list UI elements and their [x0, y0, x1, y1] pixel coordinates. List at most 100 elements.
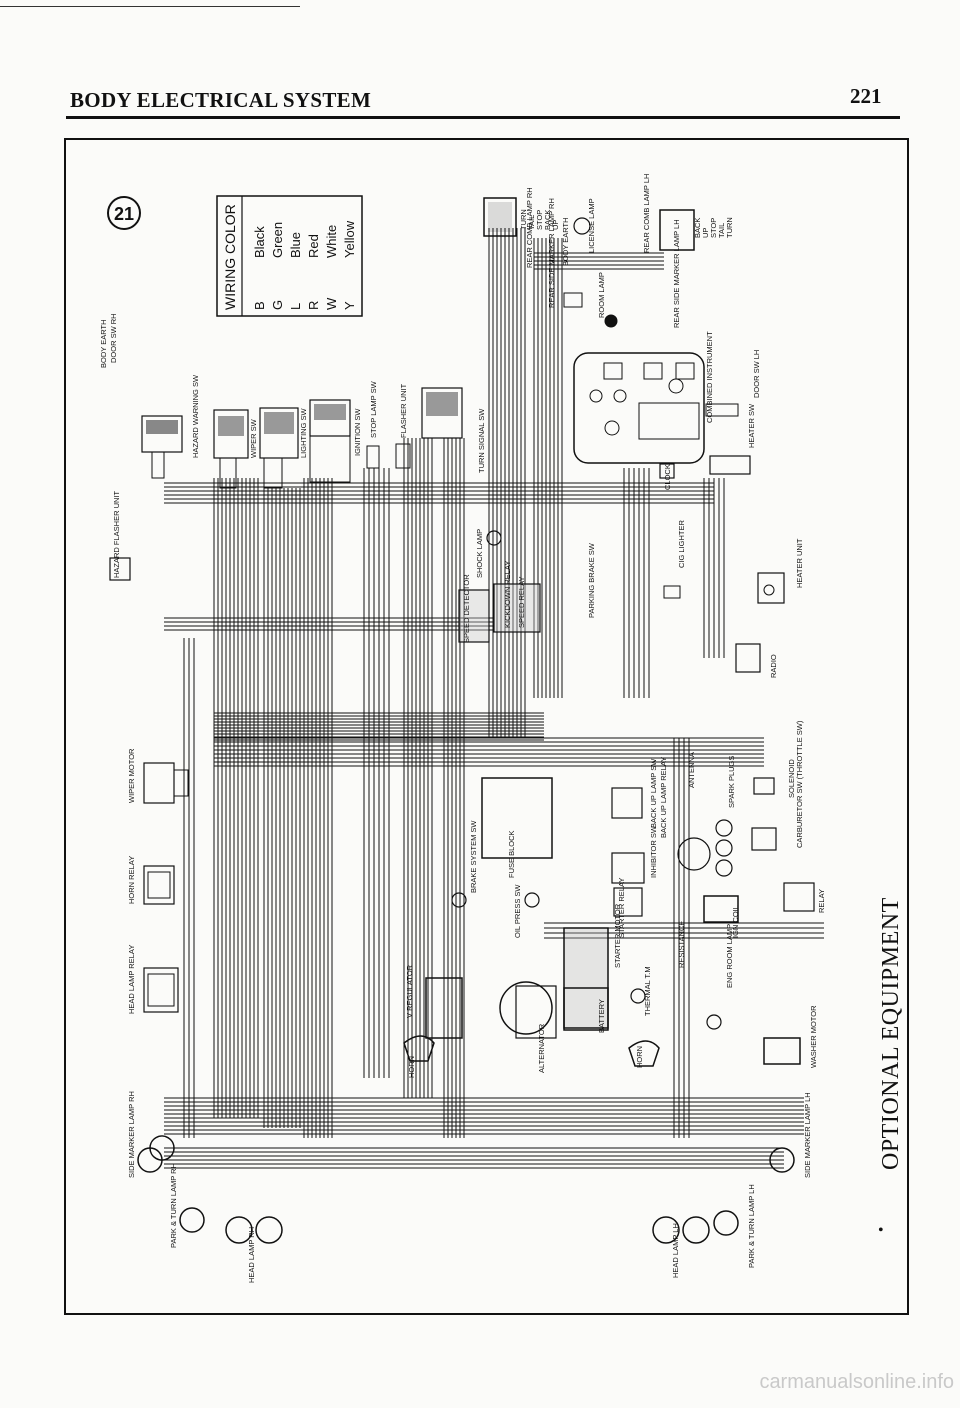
component-label-head-lamp-lh: HEAD LAMP LH: [671, 1223, 680, 1278]
door-switch-lh: [705, 403, 739, 417]
carburetor-switch: [751, 827, 777, 851]
horn-right: [403, 1035, 435, 1062]
component-label-license-lamp: LICENSE LAMP: [587, 198, 596, 253]
starter-relay: [613, 887, 643, 917]
component-label-antenna: ANTENNA: [687, 752, 696, 788]
harness-vertical: [183, 228, 725, 1138]
solenoid: [753, 777, 775, 795]
component-label-washer-motor: WASHER MOTOR: [809, 1005, 818, 1068]
component-label-flasher-unit: FLASHER UNIT: [399, 383, 408, 438]
stacked-label-word: BACK: [543, 210, 552, 230]
component-label-starter-motor: STARTER MOTOR: [613, 903, 622, 968]
footer-watermark: carmanualsonline.info: [759, 1371, 954, 1393]
ignition-switch: [309, 399, 351, 483]
stacked-label-word: TURN: [725, 217, 734, 238]
diagram-frame: [64, 138, 909, 1315]
legend-title: WIRING COLOR: [222, 204, 238, 310]
component-label-ign-coil: IGN COIL: [731, 905, 740, 938]
shock-lamp: [486, 530, 502, 546]
component-label-speed-detector: SPEED DETECTOR: [462, 574, 471, 643]
component-label-radio: RADIO: [769, 654, 778, 678]
top-rule: [0, 6, 300, 7]
clock: [659, 463, 675, 479]
component-label-horn-relay: HORN RELAY: [127, 856, 136, 904]
wiring-color-legend: WIRING COLOR BBlackGGreenLBlueRRedWWhite…: [216, 195, 363, 317]
component-label-solenoid: SOLENOID: [787, 759, 796, 798]
component-label-side-marker-lamp-rh: SIDE MARKER LAMP RH: [127, 1091, 136, 1178]
legend-color-name: White: [324, 225, 339, 258]
page-header-title: BODY ELECTRICAL SYSTEM: [70, 88, 372, 112]
component-label-combined-instrument: COMBINED INSTRUMENT: [705, 331, 714, 423]
component-label-door-sw-lh: DOOR SW LH: [752, 350, 761, 398]
component-label-wiper-sw: WIPER SW: [249, 418, 258, 458]
component-label-parking-brake-sw: PARKING BRAKE SW: [587, 542, 596, 618]
starter-motor: [563, 927, 609, 1029]
legend-color-name: Yellow: [342, 220, 357, 258]
radio: [735, 643, 761, 673]
rear-comb-lamp-rh: [483, 197, 517, 237]
page-number: 221: [850, 84, 882, 108]
diagram-number: 21: [107, 196, 141, 230]
park-turn-lamp-lh: [713, 1210, 739, 1236]
ign-coil: [703, 895, 739, 923]
head-lamp-rh: [225, 1216, 283, 1244]
component-label-head-lamp-rh: HEAD LAMP RH: [247, 1227, 256, 1283]
component-label-inhibitor-sw: INHIBITOR SW: [649, 825, 658, 878]
component-label-resistance: RESISTANCE: [677, 921, 686, 968]
voltage-regulator: [425, 977, 463, 1039]
component-label-hazard-warning-sw: HAZARD WARNING SW: [191, 374, 200, 458]
section-label: OPTIONAL EQUIPMENT: [878, 897, 904, 1170]
combined-instrument: [573, 352, 705, 464]
thermal-transmitter: [630, 988, 646, 1004]
component-label-alternator: ALTERNATOR: [537, 1023, 546, 1073]
stacked-label-word: STOP: [535, 210, 544, 230]
component-label-hazard-flasher-unit: HAZARD FLASHER UNIT: [112, 490, 121, 578]
wiper-motor: [143, 762, 189, 804]
component-label-horn-2: HORN: [635, 1046, 644, 1068]
component-label-head-lamp-relay: HEAD LAMP RELAY: [127, 945, 136, 1014]
component-label-rear-side-marker-lamp-rh: REAR SIDE MARKER LAMP RH: [547, 198, 556, 308]
component-label-heater-sw: HEATER SW: [747, 403, 756, 448]
inhibitor-switch: [611, 852, 645, 884]
stop-lamp-switch: [366, 445, 380, 469]
header-rule: [66, 116, 900, 119]
heater-unit: [757, 572, 785, 604]
lighting-switch: [259, 407, 299, 489]
head-lamp-relay: [143, 967, 179, 1013]
component-label-brake-system-sw: BRAKE SYSTEM SW: [469, 820, 478, 893]
component-label-kickdown-relay: KICKDOWN RELAY: [503, 561, 512, 628]
stacked-label-word: STOP: [709, 218, 718, 238]
component-label-shock-lamp: SHOCK LAMP: [475, 529, 484, 578]
stacked-label-word: BACK: [693, 218, 702, 238]
component-label-door-sw-rh: DOOR SW RH: [109, 313, 118, 363]
hazard-flasher-unit: [109, 557, 131, 581]
side-marker-lamp-lh: [769, 1147, 795, 1173]
flasher-unit: [395, 443, 411, 469]
component-label-cig-lighter: CIG LIGHTER: [677, 519, 686, 568]
legend-code: G: [270, 300, 285, 310]
component-label-lighting-sw: LIGHTING SW: [299, 407, 308, 458]
component-label-horn: HORN: [407, 1056, 416, 1078]
turn-signal-switch: [421, 387, 463, 439]
fuse-block: [481, 777, 553, 859]
speed-detector: [458, 589, 490, 643]
component-label-park-turn-lamp-lh: PARK & TURN LAMP LH: [747, 1184, 756, 1268]
component-label-eng-room-lamp: ENG ROOM LAMP: [725, 924, 734, 988]
component-label-speed-relay: SPEED RELAY: [517, 576, 526, 628]
license-lamp: [573, 217, 591, 235]
side-marker-lamp-rh: [137, 1135, 175, 1173]
legend-code: B: [252, 301, 267, 310]
legend-color-name: Red: [306, 234, 321, 258]
wiper-switch: [213, 409, 249, 489]
back-up-lamp-switch: [611, 787, 643, 819]
rear-side-marker-rh: [563, 292, 583, 308]
oil-press-switch: [524, 892, 540, 908]
component-label-fuse-block: FUSE BLOCK: [507, 830, 516, 878]
component-label-oil-press-sw: OIL PRESS SW: [513, 884, 522, 938]
svg-text:21: 21: [114, 204, 134, 224]
washer-motor: [763, 1037, 801, 1065]
component-label-back-up-lamp-sw: BACK UP LAMP SW: [649, 758, 658, 828]
head-lamp-lh: [652, 1216, 710, 1244]
heater-switch: [709, 455, 751, 475]
